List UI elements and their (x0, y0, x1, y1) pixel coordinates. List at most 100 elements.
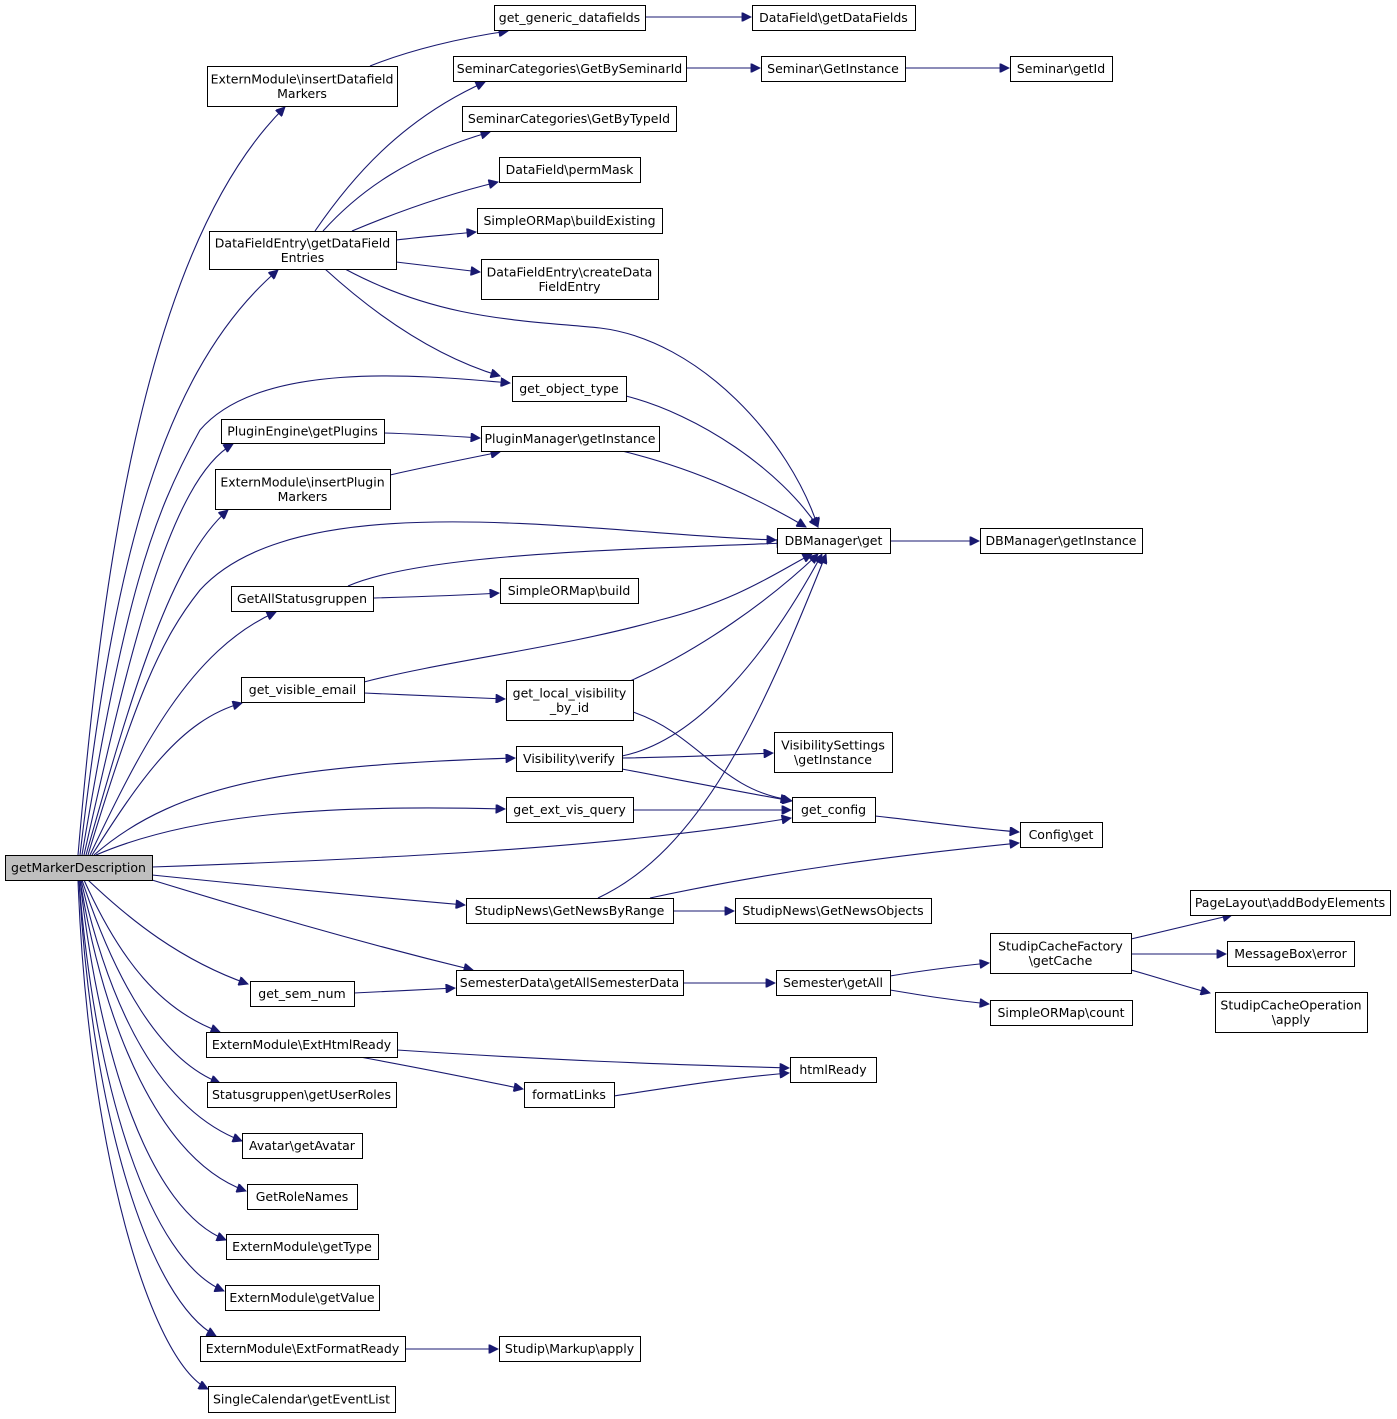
node-box[interactable] (209, 231, 397, 270)
node-box[interactable] (506, 680, 634, 721)
node-box[interactable] (481, 426, 660, 452)
graph-node[interactable]: get_visible_email (241, 677, 365, 703)
graph-node[interactable]: GetAllStatusgruppen (231, 586, 374, 612)
call-edge-cacheFactory-to-cacheOp (1130, 969, 1210, 993)
graph-node[interactable]: ExternModule\getType (226, 1234, 379, 1260)
node-box[interactable] (231, 586, 374, 612)
node-box[interactable] (512, 376, 627, 402)
node-box[interactable] (1010, 56, 1113, 82)
node-box[interactable] (207, 66, 398, 107)
node-box[interactable] (990, 1000, 1133, 1026)
graph-node[interactable]: StudipNews\GetNewsByRange (466, 898, 674, 924)
graph-node[interactable]: get_generic_datafields (494, 5, 646, 31)
node-box[interactable] (735, 898, 932, 924)
node-box[interactable] (777, 528, 891, 554)
node-box[interactable] (1215, 992, 1368, 1033)
node-box[interactable] (494, 5, 646, 31)
node-box[interactable] (1020, 822, 1103, 848)
node-box[interactable] (5, 855, 153, 881)
node-box[interactable] (215, 469, 391, 510)
graph-node[interactable]: Visibility\verify (516, 746, 623, 772)
graph-node[interactable]: SeminarCategories\GetByTypeId (462, 106, 677, 132)
graph-node[interactable]: ExternModule\ExtHtmlReady (206, 1032, 398, 1058)
node-box[interactable] (206, 1032, 398, 1058)
graph-node[interactable]: get_config (792, 797, 876, 823)
graph-node[interactable]: ExternModule\ExtFormatReady (200, 1336, 406, 1362)
graph-node[interactable]: StudipCacheOperation\apply (1215, 992, 1368, 1033)
node-label: Visibility\verify (523, 751, 615, 766)
graph-node[interactable]: SeminarCategories\GetBySeminarId (453, 56, 687, 82)
graph-node[interactable]: PageLayout\addBodyElements (1190, 890, 1391, 916)
graph-node[interactable]: formatLinks (524, 1082, 615, 1108)
graph-node[interactable]: DataField\getDataFields (752, 5, 916, 31)
node-box[interactable] (776, 970, 891, 996)
graph-node[interactable]: SingleCalendar\getEventList (208, 1386, 396, 1413)
node-box[interactable] (1190, 890, 1391, 916)
node-box[interactable] (774, 732, 893, 773)
graph-node[interactable]: Avatar\getAvatar (242, 1133, 363, 1159)
graph-node[interactable]: VisibilitySettings\getInstance (774, 732, 893, 773)
node-box[interactable] (200, 1336, 406, 1362)
graph-node[interactable]: get_local_visibility_by_id (506, 680, 634, 721)
node-box[interactable] (792, 797, 876, 823)
graph-node[interactable]: Seminar\GetInstance (761, 56, 906, 82)
node-box[interactable] (990, 933, 1132, 974)
graph-node[interactable]: SimpleORMap\buildExisting (477, 208, 663, 234)
node-box[interactable] (466, 898, 674, 924)
node-box[interactable] (980, 528, 1143, 554)
node-box[interactable] (499, 1336, 641, 1362)
graph-node[interactable]: GetRoleNames (247, 1184, 358, 1210)
graph-node[interactable]: Statusgruppen\getUserRoles (207, 1082, 397, 1108)
node-box[interactable] (761, 56, 906, 82)
node-box[interactable] (506, 797, 634, 823)
graph-node[interactable]: DBManager\getInstance (980, 528, 1143, 554)
graph-node[interactable]: Studip\Markup\apply (499, 1336, 641, 1362)
graph-node[interactable]: get_sem_num (250, 981, 355, 1007)
node-box[interactable] (250, 981, 355, 1007)
node-box[interactable] (247, 1184, 358, 1210)
graph-node[interactable]: DBManager\get (777, 528, 891, 554)
node-box[interactable] (524, 1082, 615, 1108)
graph-node[interactable]: get_ext_vis_query (506, 797, 634, 823)
node-box[interactable] (499, 157, 641, 183)
graph-node[interactable]: Config\get (1020, 822, 1103, 848)
graph-node[interactable]: PluginManager\getInstance (481, 426, 660, 452)
graph-node[interactable]: SimpleORMap\build (500, 578, 639, 604)
graph-node[interactable]: ExternModule\getValue (225, 1285, 380, 1311)
node-box[interactable] (226, 1234, 379, 1260)
node-box[interactable] (225, 1285, 380, 1311)
node-box[interactable] (208, 1386, 396, 1413)
node-box[interactable] (207, 1082, 397, 1108)
node-box[interactable] (241, 677, 365, 703)
node-box[interactable] (481, 259, 659, 300)
graph-node[interactable]: Semester\getAll (776, 970, 891, 996)
node-box[interactable] (242, 1133, 363, 1159)
node-box[interactable] (516, 746, 623, 772)
node-box[interactable] (456, 970, 684, 996)
graph-node[interactable]: Seminar\getId (1010, 56, 1113, 82)
node-label: SemesterData\getAllSemesterData (460, 975, 679, 990)
call-edge-cacheFactory-to-pageLayout (1130, 915, 1232, 940)
graph-node[interactable]: SemesterData\getAllSemesterData (456, 970, 684, 996)
node-box[interactable] (477, 208, 663, 234)
graph-node[interactable]: getMarkerDescription (5, 855, 153, 881)
node-box[interactable] (790, 1057, 877, 1083)
node-box[interactable] (752, 5, 916, 31)
node-box[interactable] (500, 578, 639, 604)
graph-node[interactable]: StudipCacheFactory\getCache (990, 933, 1132, 974)
graph-node[interactable]: get_object_type (512, 376, 627, 402)
graph-node[interactable]: StudipNews\GetNewsObjects (735, 898, 932, 924)
graph-node[interactable]: PluginEngine\getPlugins (221, 419, 385, 444)
graph-node[interactable]: htmlReady (790, 1057, 877, 1083)
node-box[interactable] (453, 56, 687, 82)
node-box[interactable] (1227, 941, 1355, 967)
graph-node[interactable]: DataField\permMask (499, 157, 641, 183)
graph-node[interactable]: SimpleORMap\count (990, 1000, 1133, 1026)
node-box[interactable] (221, 419, 385, 444)
node-box[interactable] (462, 106, 677, 132)
graph-node[interactable]: MessageBox\error (1227, 941, 1355, 967)
